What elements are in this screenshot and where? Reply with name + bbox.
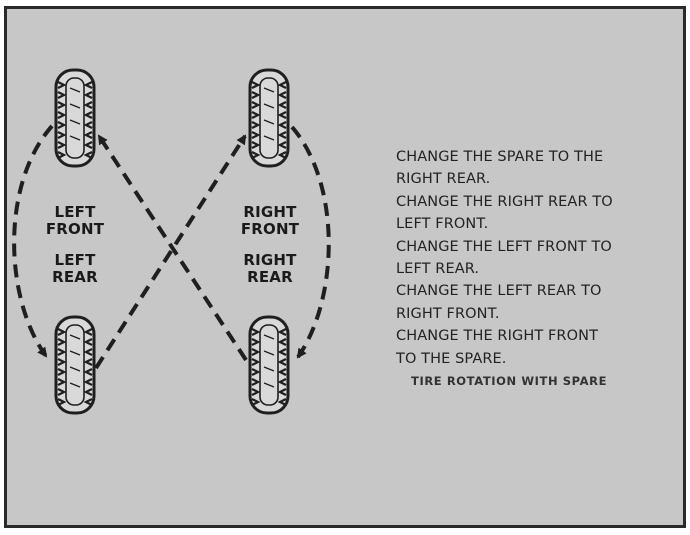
rotation-instructions: CHANGE THE SPARE TO THE RIGHT REAR. CHAN… bbox=[396, 146, 686, 370]
instruction-line: RIGHT REAR. bbox=[396, 168, 686, 190]
instruction-line: LEFT FRONT. bbox=[396, 213, 686, 235]
left-rear-label: LEFT REAR bbox=[40, 252, 110, 286]
arrow-right-front-to-right-rear bbox=[292, 127, 329, 357]
instruction-line: CHANGE THE LEFT FRONT TO bbox=[396, 236, 686, 258]
right-rear-tire bbox=[250, 317, 288, 413]
right-front-tire bbox=[250, 70, 288, 166]
instruction-line: CHANGE THE LEFT REAR TO bbox=[396, 280, 686, 302]
instruction-line: CHANGE THE RIGHT FRONT bbox=[396, 325, 686, 347]
left-rear-tire bbox=[56, 317, 94, 413]
diagram-caption: TIRE ROTATION WITH SPARE bbox=[411, 374, 607, 388]
left-front-label: LEFT FRONT bbox=[40, 204, 110, 238]
left-front-tire bbox=[56, 70, 94, 166]
arrow-left-front-to-left-rear bbox=[14, 126, 52, 356]
right-front-label: RIGHT FRONT bbox=[230, 204, 310, 238]
instruction-line: LEFT REAR. bbox=[396, 258, 686, 280]
right-rear-label: RIGHT REAR bbox=[230, 252, 310, 286]
instruction-line: CHANGE THE RIGHT REAR TO bbox=[396, 191, 686, 213]
arrow-left-rear-to-right-front bbox=[96, 136, 245, 368]
instruction-line: RIGHT FRONT. bbox=[396, 303, 686, 325]
instruction-line: CHANGE THE SPARE TO THE bbox=[396, 146, 686, 168]
instruction-line: TO THE SPARE. bbox=[396, 348, 686, 370]
